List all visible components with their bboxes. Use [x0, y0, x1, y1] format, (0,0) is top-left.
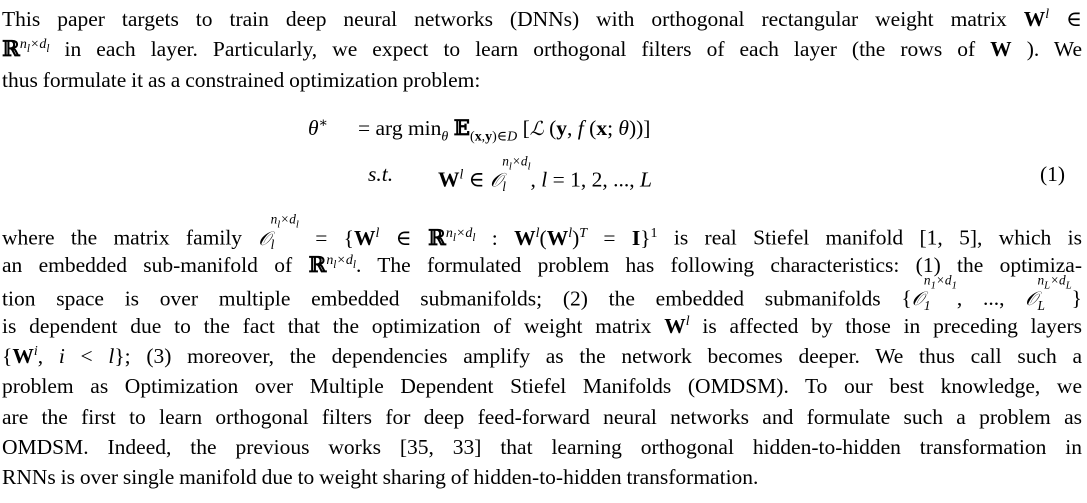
- text-line: OMDSM. Indeed, the previous works [35, 3…: [2, 435, 1082, 460]
- text-line: {Wi, i < l}; (3) moreover, the dependenc…: [2, 341, 1082, 371]
- text-span: thus formulate it as a constrained optim…: [2, 67, 481, 92]
- text-span: ; (3) moreover, the dependencies amplify…: [124, 344, 1082, 369]
- text-span: where the matrix family: [2, 225, 259, 250]
- math-R-nl-dl: ℝnl×dl: [2, 37, 50, 63]
- text-line: tion space is over multiple embedded sub…: [2, 272, 1082, 313]
- math-W-l: Wl: [664, 313, 690, 338]
- equation-lhs: θ∗: [308, 115, 329, 140]
- text-line: problem as Optimization over Multiple De…: [2, 374, 1082, 399]
- text-span: is dependent due to the fact that the op…: [2, 313, 665, 338]
- equation-1: θ∗ = arg minθ 𝔼(x,y)∈D [ℒ (y, f (x; θ))]…: [0, 110, 1087, 200]
- intro-paragraph: This paper targets to train deep neural …: [2, 4, 1082, 95]
- text-span: in each layer. Particularly, we expect t…: [49, 37, 991, 62]
- constraint-label: s.t.: [368, 162, 394, 186]
- text-line: thus formulate it as a constrained optim…: [2, 65, 1082, 95]
- text-line: an embedded sub-manifold of ℝnl×dl. The …: [2, 250, 1082, 280]
- text-span: . The formulated problem has following c…: [355, 253, 1082, 278]
- text-line: ℝnl×dl in each layer. Particularly, we e…: [2, 34, 1082, 64]
- text-line: This paper targets to train deep neural …: [2, 4, 1082, 34]
- math-R-nl-dl: ℝnl×dl: [308, 253, 356, 279]
- math-W: W: [990, 37, 1012, 62]
- math-preceding-set: {Wi, i < l}: [2, 344, 125, 369]
- text-span: This paper targets to train deep neural …: [2, 7, 1024, 31]
- text-span: is real Stiefel manifold [1, 5], which i…: [657, 225, 1082, 250]
- text-span: ). We: [1011, 37, 1082, 62]
- text-line: RNNs is over single manifold due to weig…: [2, 465, 759, 490]
- equation-rhs: = arg minθ 𝔼(x,y)∈D [ℒ (y, f (x; θ))]: [358, 116, 651, 145]
- text-line: are the first to learn orthogonal filter…: [2, 404, 1082, 429]
- math-W-l-in: Wl ∈: [1023, 6, 1082, 31]
- text-span: an embedded sub-manifold of: [2, 253, 309, 278]
- text-line: is dependent due to the fact that the op…: [2, 311, 1082, 341]
- text-span: is affected by those in preceding layers: [689, 313, 1082, 338]
- text-span: tion space is over multiple embedded sub…: [2, 286, 902, 311]
- equation-number: (1): [1040, 162, 1066, 186]
